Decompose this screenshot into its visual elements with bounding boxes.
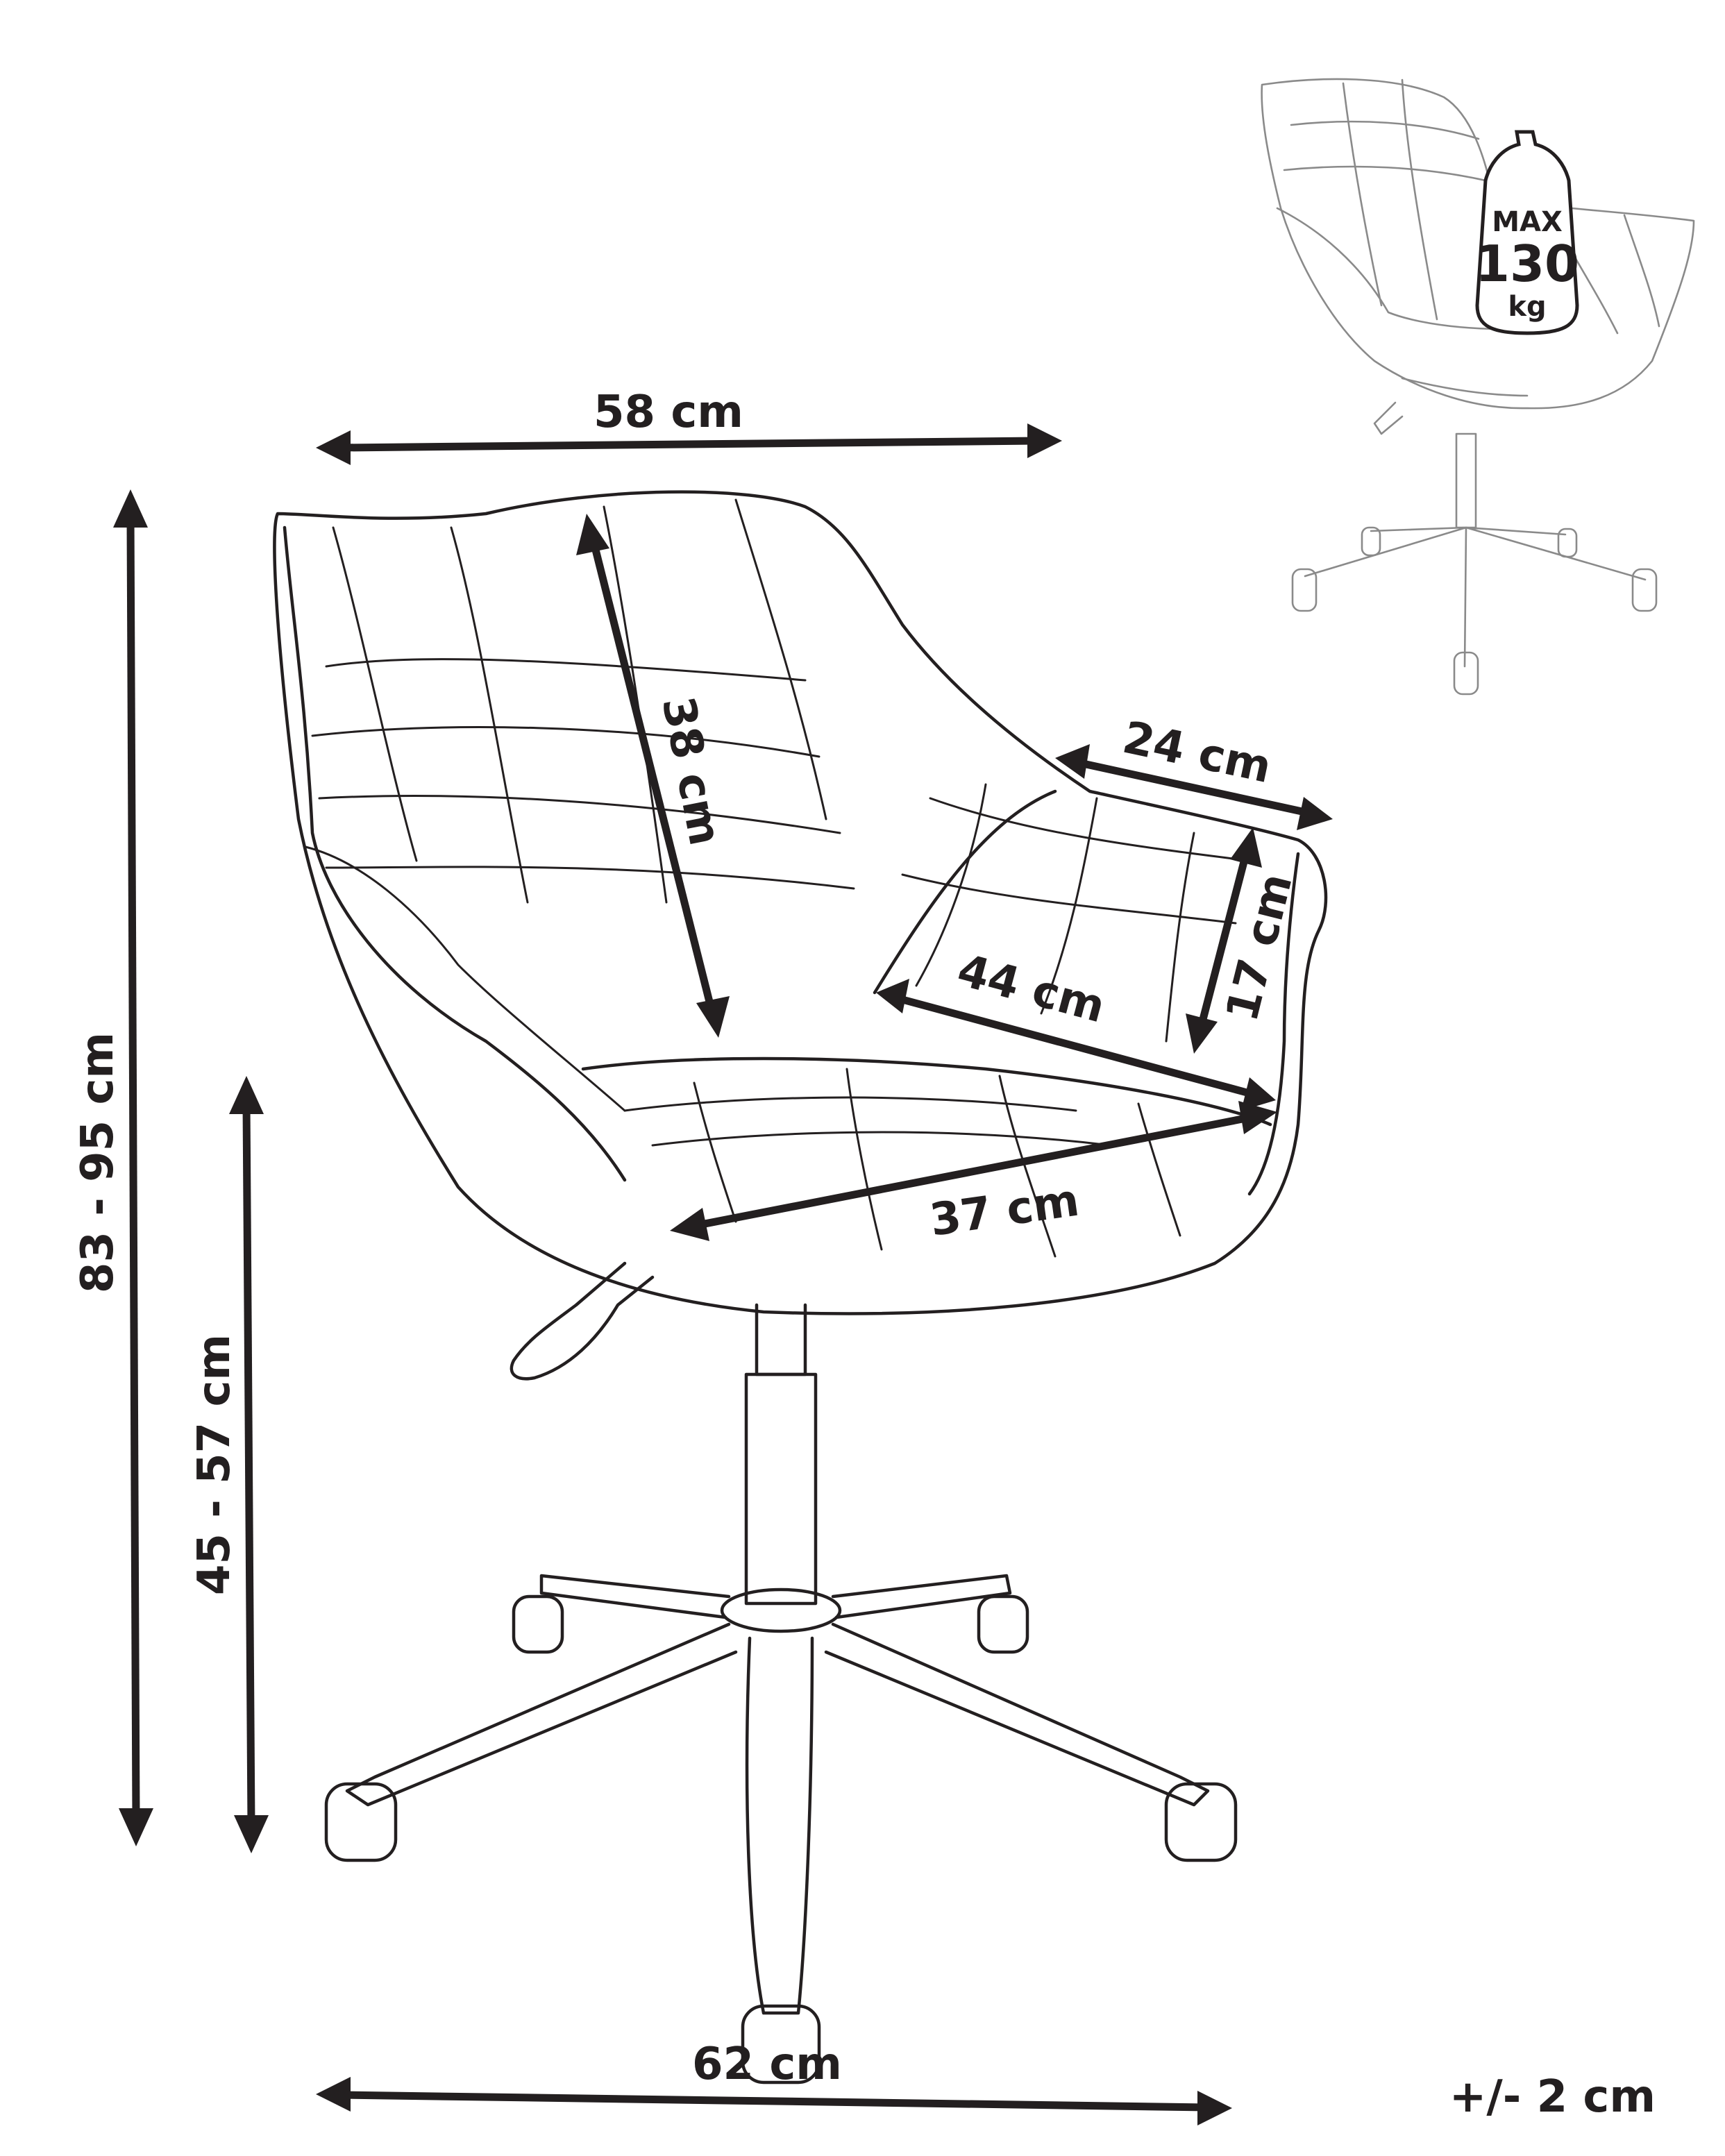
max-load-unit: kg — [1508, 291, 1546, 323]
thumbnail-chair — [1261, 78, 1695, 696]
max-load-weight-icon: MAX 130 kg — [1475, 130, 1579, 335]
dim-arrow-armrest-width — [1055, 744, 1333, 830]
label-seat-height: 45 - 57 cm — [189, 1334, 240, 1595]
label-total-height: 83 - 95 cm — [72, 1032, 124, 1293]
label-tolerance: +/- 2 cm — [1449, 2071, 1656, 2123]
dim-arrow-backrest-height — [576, 514, 730, 1038]
dim-arrow-seat-width — [876, 979, 1276, 1111]
max-load-value: 130 — [1475, 235, 1579, 293]
label-armrest-height: 17 cm — [1217, 868, 1303, 1026]
label-base-width: 62 cm — [692, 2039, 842, 2090]
dim-arrow-total-height — [113, 489, 153, 1846]
dim-arrow-base-width — [316, 2077, 1232, 2125]
main-chair — [273, 490, 1328, 2085]
label-armrest-width: 24 cm — [1118, 712, 1276, 793]
dim-arrow-seat-height — [229, 1076, 269, 1853]
label-seat-depth: 37 cm — [927, 1175, 1082, 1247]
dim-arrow-armrest-height — [1186, 827, 1262, 1054]
dim-arrow-seat-depth — [670, 1101, 1277, 1241]
label-total-width: 58 cm — [594, 387, 743, 438]
max-load-line1: MAX — [1492, 206, 1563, 238]
dim-arrow-total-width — [316, 423, 1062, 465]
dimension-arrows — [113, 423, 1333, 2125]
